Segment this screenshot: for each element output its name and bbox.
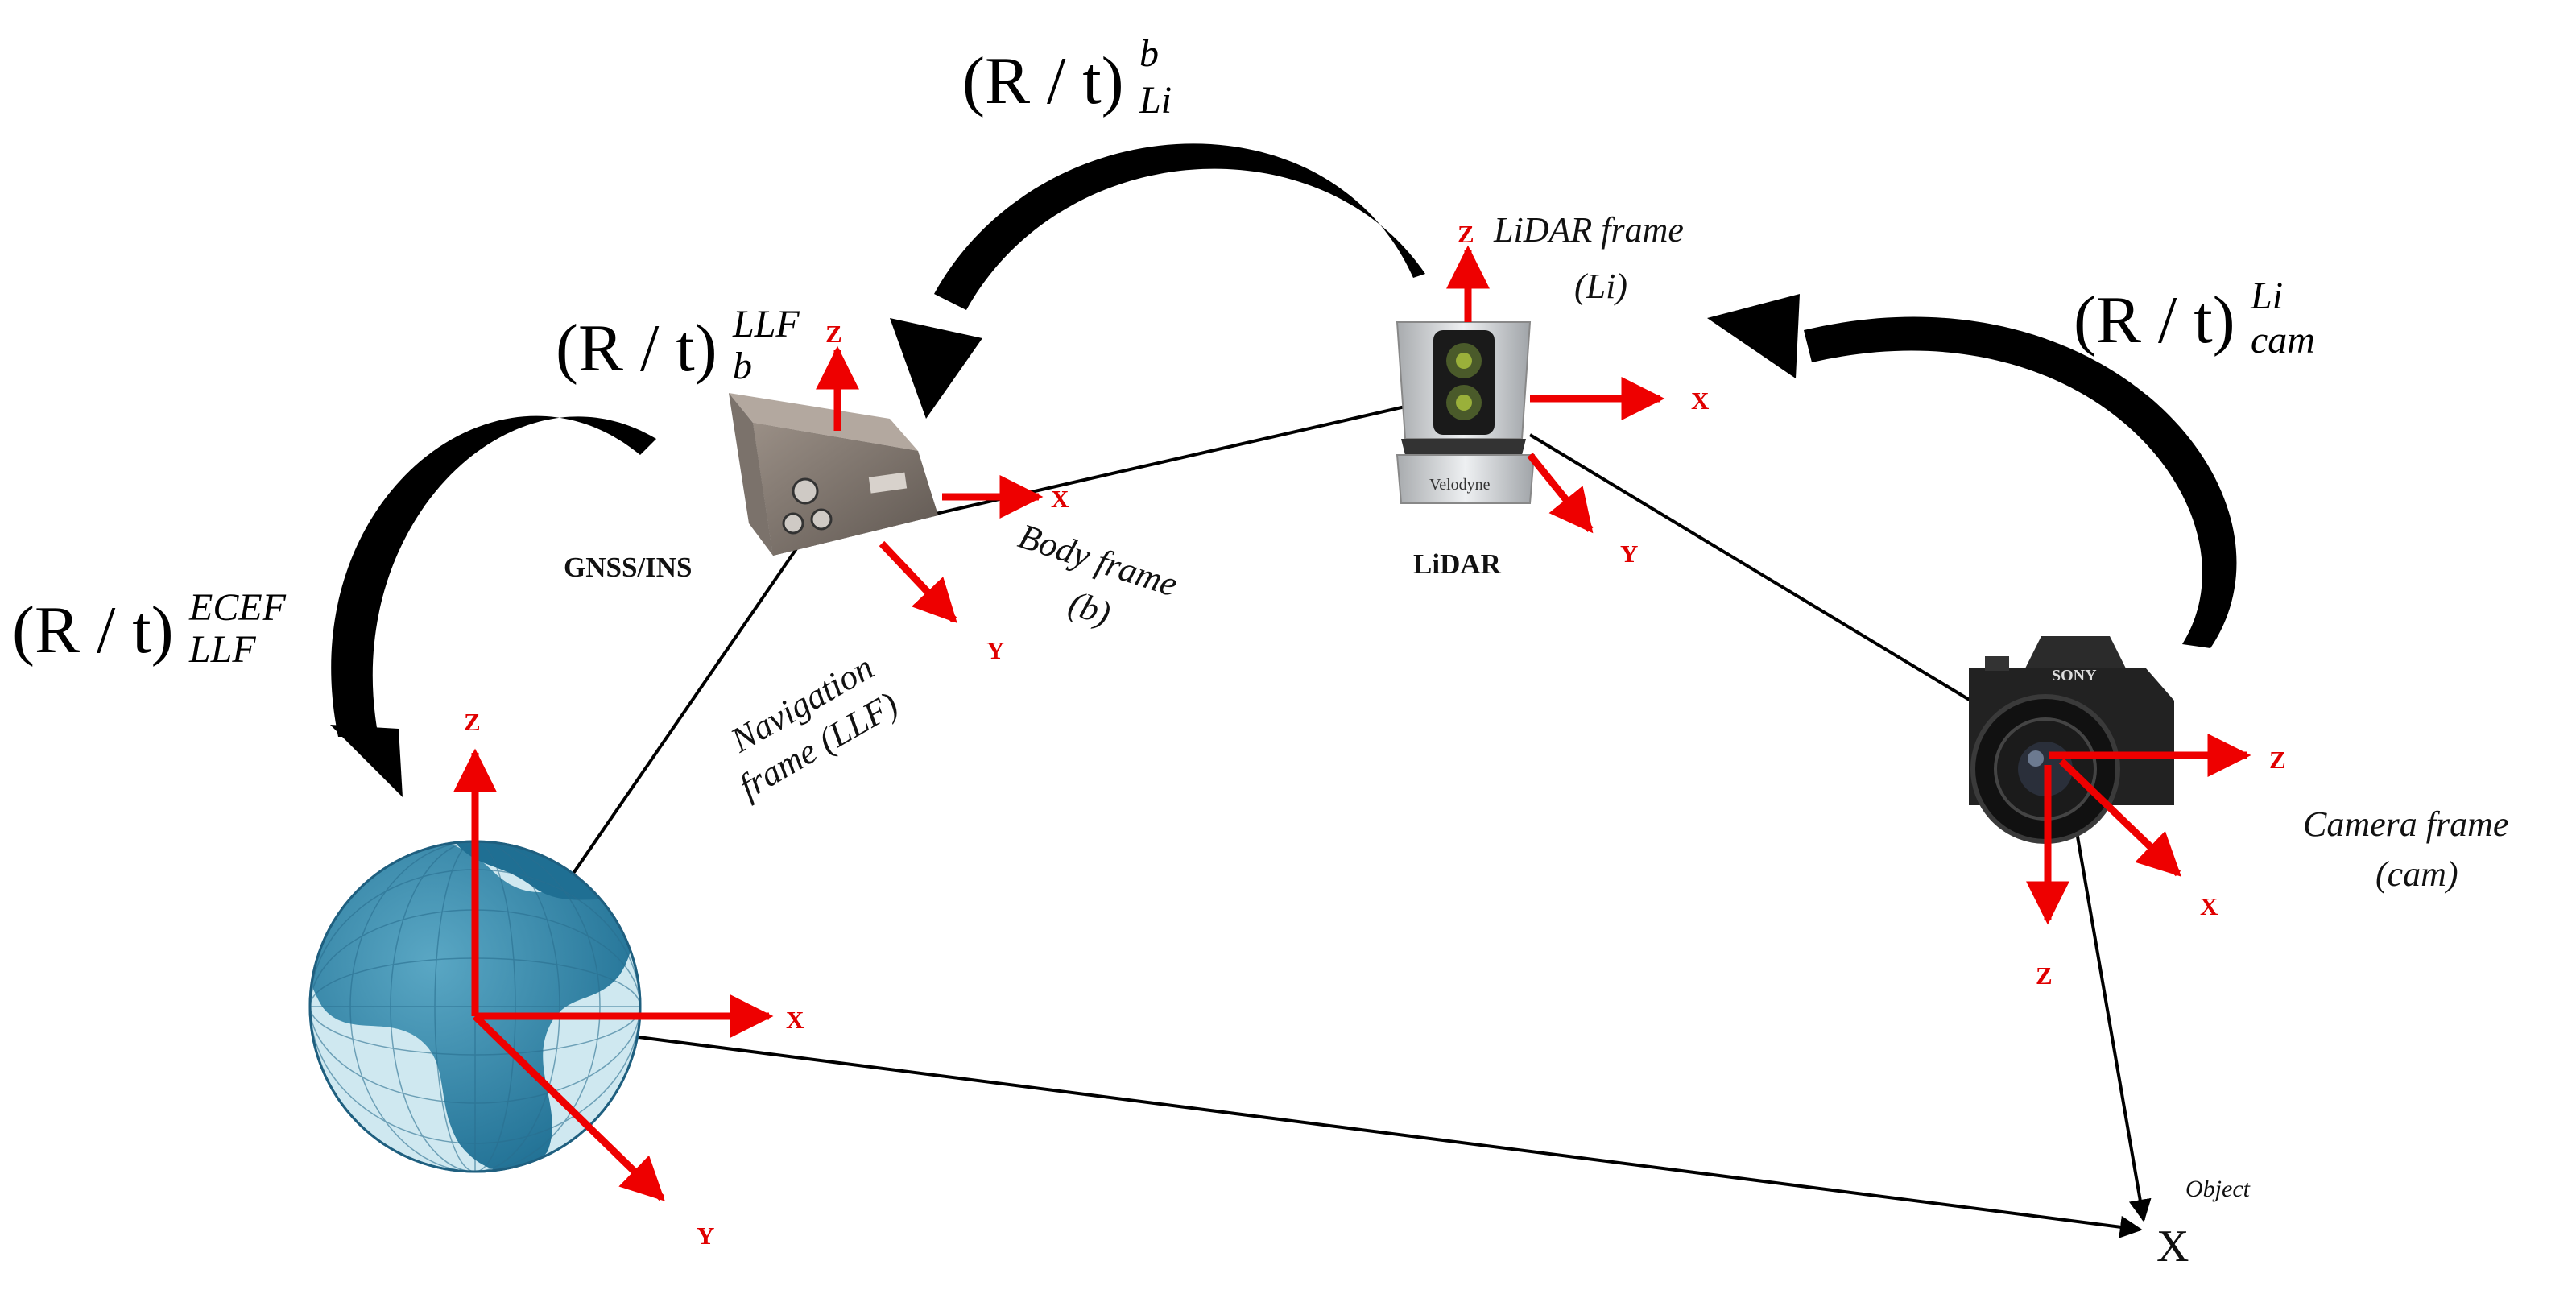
tf-b-li-sup: b xyxy=(1139,32,1159,75)
svg-text:(R / t): (R / t) xyxy=(2074,283,2235,358)
body-frame-line2: (b) xyxy=(1064,583,1115,633)
camera-down-z-label: Z xyxy=(2036,961,2053,990)
arrow-b-li-body xyxy=(934,143,1425,310)
tf-li-cam-sub: cam xyxy=(2251,319,2315,362)
camera-frame-label: Camera frame (cam) xyxy=(2303,804,2508,894)
tf-ecef-llf-sub: LLF xyxy=(188,628,256,671)
svg-text:(R / t): (R / t) xyxy=(962,43,1124,118)
lidar-label: LiDAR xyxy=(1413,548,1502,580)
connection-lines xyxy=(473,405,2152,1238)
arrow-li-cam-head xyxy=(1707,294,1800,378)
body-frame-label: Body frame (b) xyxy=(1014,516,1182,634)
line-camera-object xyxy=(2072,812,2152,1222)
lidar-axes xyxy=(1446,245,1665,534)
camera-device: SONY xyxy=(1969,636,2174,844)
lidar-brand: Velodyne xyxy=(1429,476,1491,494)
camera-axes xyxy=(2026,734,2251,925)
camera-frame-line1: Camera frame xyxy=(2303,804,2508,844)
transform-llf-b: (R / t) LLF b xyxy=(556,303,800,387)
arrow-ecef-llf-head xyxy=(330,725,403,797)
object-label: Object xyxy=(2185,1176,2251,1202)
earth-y-axis xyxy=(472,1013,665,1201)
object-mark: X xyxy=(2156,1222,2189,1271)
tf-b-li-base: (R / t) xyxy=(962,43,1124,118)
tf-li-cam-sup: Li xyxy=(2250,275,2283,317)
lidar-frame-line1: LiDAR frame xyxy=(1493,210,1684,250)
lidar-frame-label: LiDAR frame (Li) xyxy=(1493,210,1684,306)
tf-b-li-sub: Li xyxy=(1139,79,1172,122)
transform-ecef-llf: (R / t) ECEF LLF xyxy=(12,586,287,671)
transform-li-cam: (R / t) Li cam xyxy=(2074,275,2315,362)
svg-text:(R / t): (R / t) xyxy=(556,311,717,386)
lidar-x-label: X xyxy=(1691,387,1710,415)
gnss-x-label: X xyxy=(1051,485,1069,513)
tf-llf-b-sub: b xyxy=(733,345,752,387)
earth-axes xyxy=(453,748,774,1201)
camera-z-label: Z xyxy=(2269,746,2286,774)
camera-x-label: X xyxy=(2200,892,2218,920)
gnss-y-label: Y xyxy=(986,636,1004,664)
gnss-ins-device xyxy=(729,393,938,556)
gnss-label: GNSS/INS xyxy=(564,552,693,583)
navigation-frame-label: Navigation frame (LLF) xyxy=(723,647,904,807)
arrow-li-cam-body xyxy=(1804,316,2237,648)
camera-frame-line2: (cam) xyxy=(2375,854,2458,894)
tf-ecef-llf-base: (R / t) xyxy=(12,593,174,668)
lidar-frame-line2: (Li) xyxy=(1574,267,1627,306)
svg-text:(R / t): (R / t) xyxy=(12,593,174,668)
arrow-b-li-head xyxy=(890,318,982,419)
tf-li-cam-base: (R / t) xyxy=(2074,283,2235,358)
lidar-device: Velodyne xyxy=(1396,321,1536,504)
earth-z-label: Z xyxy=(464,708,481,736)
transform-b-li: (R / t) b Li xyxy=(962,32,1172,122)
transform-arrows xyxy=(330,143,2237,797)
line-earth-object xyxy=(474,1015,2143,1238)
earth-y-label: Y xyxy=(697,1222,714,1250)
tf-llf-b-sup: LLF xyxy=(732,303,800,345)
lidar-y-label: Y xyxy=(1620,540,1638,568)
lidar-z-label: Z xyxy=(1458,220,1474,248)
earth-x-label: X xyxy=(786,1006,804,1034)
camera-x-axis xyxy=(2058,758,2181,877)
gnss-y-axis xyxy=(879,540,957,623)
gnss-axes xyxy=(816,345,1044,623)
arrow-ecef-llf-body xyxy=(331,415,656,737)
gnss-z-label: Z xyxy=(825,320,842,348)
tf-llf-b-base: (R / t) xyxy=(556,311,717,386)
camera-brand: SONY xyxy=(2052,667,2097,684)
lidar-y-axis xyxy=(1527,453,1594,534)
earth-globe xyxy=(308,840,642,1173)
tf-ecef-llf-sup: ECEF xyxy=(188,586,287,629)
